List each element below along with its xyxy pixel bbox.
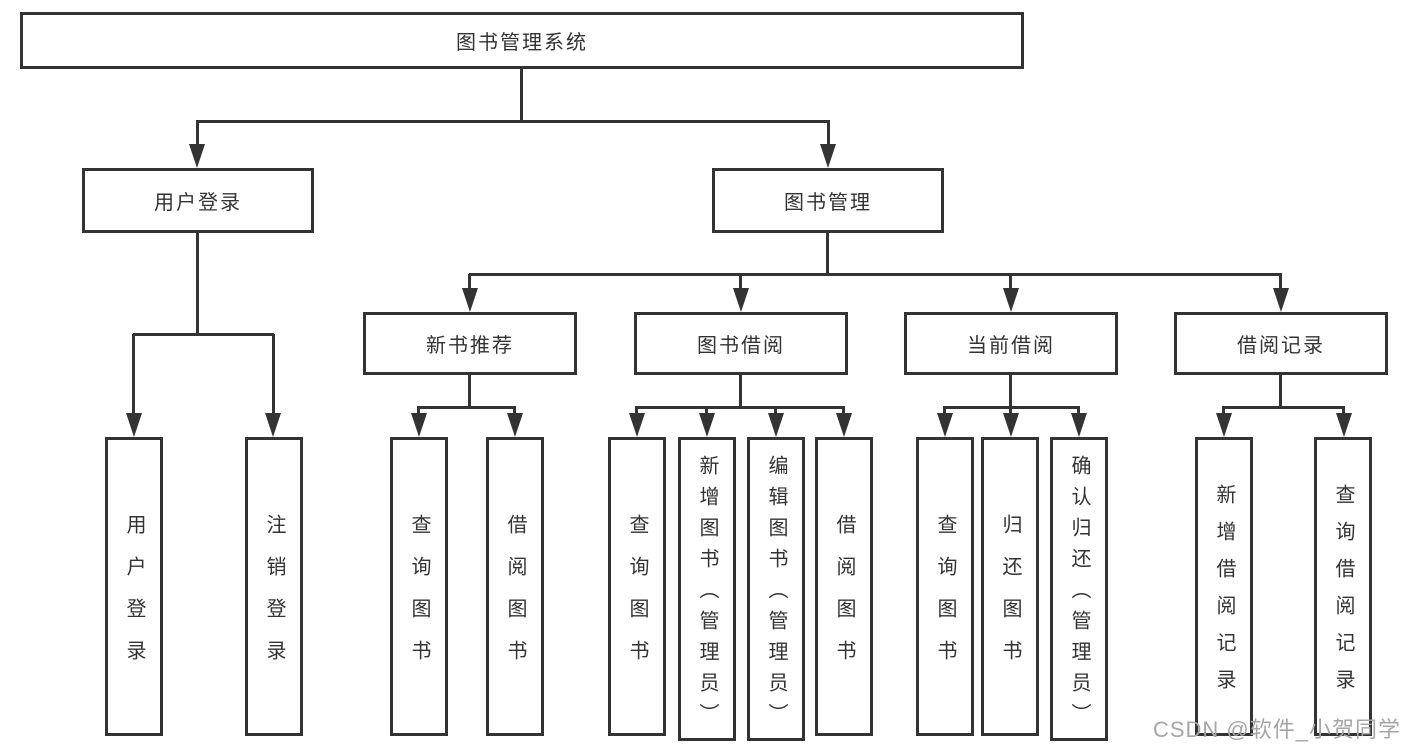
node-user-login-branch: 用户登录 <box>82 168 314 233</box>
node-label: 借阅图书 <box>833 513 855 682</box>
arrow-down-icon <box>768 413 784 437</box>
node-label: 用户登录 <box>154 192 242 214</box>
arrow-down-icon <box>411 413 427 437</box>
node-leaf-add-borrow-record: 新增借阅记录 <box>1195 437 1253 736</box>
node-book-borrow: 图书借阅 <box>634 312 848 375</box>
node-book-management-branch: 图书管理 <box>712 168 944 233</box>
node-label: 查询图书 <box>934 513 956 682</box>
connector-vline <box>1009 406 1012 418</box>
node-leaf-return-books: 归还图书 <box>981 437 1039 736</box>
node-label: 新书推荐 <box>426 335 514 357</box>
node-label: 借阅图书 <box>504 513 526 682</box>
arrow-down-icon <box>507 413 523 437</box>
arrow-down-icon <box>820 144 836 168</box>
node-label: 编辑图书（管理员） <box>765 455 787 734</box>
connector-vline <box>1222 406 1225 418</box>
connector-hline <box>1223 406 1344 409</box>
connector-vline <box>826 233 829 276</box>
node-label: 借阅记录 <box>1237 335 1325 357</box>
connector-vline <box>468 274 471 294</box>
node-leaf-query-books-2: 查询图书 <box>608 437 666 736</box>
node-label: 查询借阅记录 <box>1332 484 1354 706</box>
node-label: 查询图书 <box>626 513 648 682</box>
arrow-down-icon <box>937 413 953 437</box>
connector-vline <box>272 334 275 418</box>
node-leaf-add-books-admin: 新增图书（管理员） <box>678 437 736 741</box>
arrow-down-icon <box>189 144 205 168</box>
connector-vline <box>739 375 742 409</box>
arrow-down-icon <box>733 288 749 312</box>
arrow-down-icon <box>629 413 645 437</box>
node-leaf-query-borrow-record: 查询借阅记录 <box>1314 437 1372 736</box>
connector-vline <box>520 69 523 123</box>
node-leaf-user-login: 用户登录 <box>105 437 163 736</box>
node-leaf-query-books-1: 查询图书 <box>390 437 448 736</box>
connector-vline <box>1279 274 1282 294</box>
connector-hline <box>469 273 1282 276</box>
node-root-label: 图书管理系统 <box>456 32 588 54</box>
connector-vline <box>1009 274 1012 294</box>
arrow-down-icon <box>1216 413 1232 437</box>
arrow-down-icon <box>1336 413 1352 437</box>
arrow-down-icon <box>836 413 852 437</box>
connector-vline <box>1077 406 1080 418</box>
connector-vline <box>943 406 946 418</box>
node-label: 归还图书 <box>999 513 1021 682</box>
connector-hline <box>133 333 274 336</box>
node-label: 当前借阅 <box>967 335 1055 357</box>
connector-vline <box>774 406 777 418</box>
node-leaf-borrow-books-1: 借阅图书 <box>486 437 544 736</box>
node-label: 用户登录 <box>123 513 145 682</box>
node-label: 注销登录 <box>263 513 285 682</box>
connector-hline <box>418 406 516 409</box>
connector-vline <box>513 406 516 418</box>
node-label: 图书借阅 <box>697 335 785 357</box>
node-label: 新增图书（管理员） <box>696 455 718 734</box>
watermark: CSDN @软件_小贺同学 <box>1152 717 1401 742</box>
arrow-down-icon <box>462 288 478 312</box>
node-label: 确认归还（管理员） <box>1068 455 1090 734</box>
connector-vline <box>827 121 830 151</box>
connector-vline <box>739 274 742 294</box>
connector-vline <box>705 406 708 418</box>
connector-vline <box>842 406 845 418</box>
arrow-down-icon <box>126 413 142 437</box>
connector-vline <box>468 375 471 409</box>
node-label: 图书管理 <box>784 192 872 214</box>
arrow-down-icon <box>1003 288 1019 312</box>
node-current-borrow: 当前借阅 <box>904 312 1118 375</box>
connector-hline <box>196 120 830 123</box>
arrow-down-icon <box>265 413 281 437</box>
node-new-book-recommend: 新书推荐 <box>363 312 577 375</box>
node-leaf-query-books-3: 查询图书 <box>916 437 974 736</box>
connector-vline <box>196 121 199 151</box>
node-leaf-edit-books-admin: 编辑图书（管理员） <box>747 437 805 741</box>
connector-hline <box>944 406 1080 409</box>
node-root: 图书管理系统 <box>20 12 1024 69</box>
connector-vline <box>1279 375 1282 409</box>
connector-vline <box>635 406 638 418</box>
node-leaf-borrow-books-2: 借阅图书 <box>815 437 873 736</box>
connector-hline <box>635 406 845 409</box>
arrow-down-icon <box>699 413 715 437</box>
connector-vline <box>417 406 420 418</box>
node-label: 新增借阅记录 <box>1213 484 1235 706</box>
connector-vline <box>1342 406 1345 418</box>
connector-vline <box>132 334 135 418</box>
node-leaf-confirm-return-admin: 确认归还（管理员） <box>1050 437 1108 741</box>
node-borrow-records: 借阅记录 <box>1174 312 1388 375</box>
node-leaf-logout: 注销登录 <box>245 437 303 736</box>
node-label: 查询图书 <box>408 513 430 682</box>
arrow-down-icon <box>1071 413 1087 437</box>
connector-vline <box>196 233 199 336</box>
connector-vline <box>1009 375 1012 409</box>
arrow-down-icon <box>1273 288 1289 312</box>
arrow-down-icon <box>1003 413 1019 437</box>
